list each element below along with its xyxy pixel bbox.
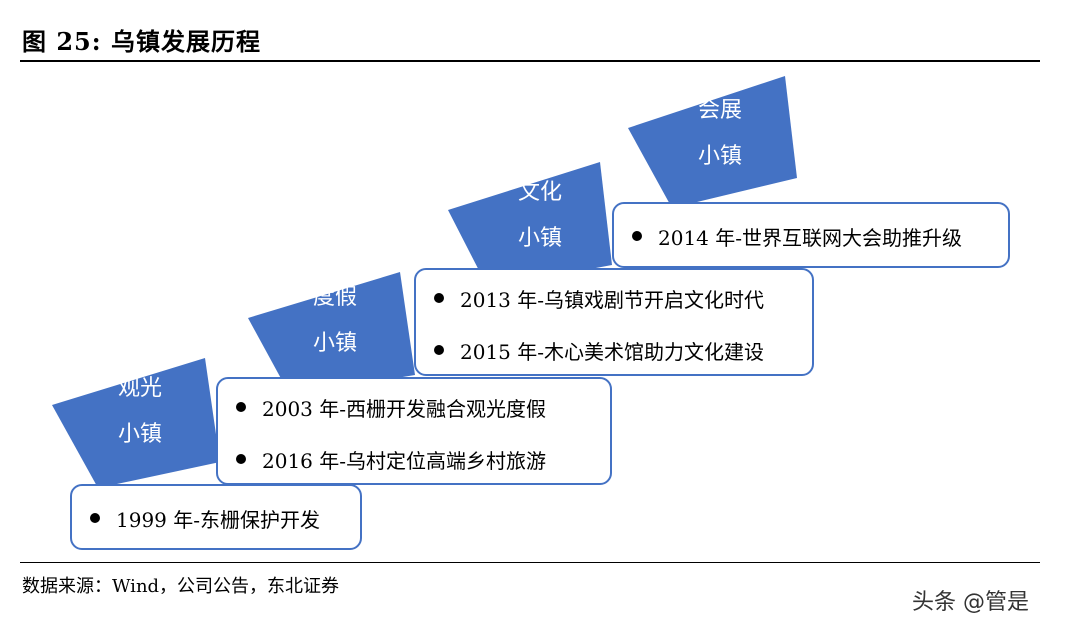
stage-2-box: 2003 年-西栅开发融合观光度假 2016 年-乌村定位高端乡村旅游 — [216, 377, 612, 485]
stage-2-label-line1: 度假 — [312, 285, 357, 310]
stage-3-label-line1: 文化 — [517, 180, 562, 205]
item-text: 1999 年-东栅保护开发 — [116, 507, 321, 532]
stage-1-label: 观光 小镇 — [85, 366, 195, 458]
list-item: 1999 年-东栅保护开发 — [90, 492, 346, 544]
bullet-icon — [90, 513, 100, 523]
stage-3-box: 2013 年-乌镇戏剧节开启文化时代 2015 年-木心美术馆助力文化建设 — [414, 268, 814, 376]
stage-2-label-line2: 小镇 — [312, 331, 357, 356]
item-text: 2015 年-木心美术馆助力文化建设 — [460, 339, 765, 364]
item-text: 2014 年-世界互联网大会助推升级 — [658, 225, 963, 250]
source-note: 数据来源：Wind，公司公告，东北证券 — [22, 576, 340, 597]
bullet-icon — [236, 402, 246, 412]
stage-1-label-line1: 观光 — [117, 376, 162, 401]
stage-3-label-line2: 小镇 — [517, 226, 562, 251]
stage-arrow-resort — [248, 272, 415, 395]
stage-1-box: 1999 年-东栅保护开发 — [70, 484, 362, 550]
figure-title: 图 25: 乌镇发展历程 — [22, 27, 261, 56]
stage-4-label-line1: 会展 — [697, 98, 742, 123]
stage-2-label: 度假 小镇 — [280, 275, 390, 367]
bullet-icon — [434, 345, 444, 355]
item-text: 2016 年-乌村定位高端乡村旅游 — [262, 448, 547, 473]
stage-arrow-sightseeing — [52, 358, 220, 488]
bullet-icon — [434, 293, 444, 303]
top-rule — [20, 60, 1040, 62]
bullet-icon — [236, 454, 246, 464]
stage-3-label: 文化 小镇 — [485, 170, 595, 262]
list-item: 2015 年-木心美术馆助力文化建设 — [434, 324, 798, 376]
stage-4-box: 2014 年-世界互联网大会助推升级 — [612, 202, 1010, 268]
item-text: 2003 年-西栅开发融合观光度假 — [262, 396, 547, 421]
stage-4-label: 会展 小镇 — [665, 88, 775, 180]
item-text: 2013 年-乌镇戏剧节开启文化时代 — [460, 287, 765, 312]
stage-4-label-line2: 小镇 — [697, 144, 742, 169]
stage-arrow-culture — [448, 162, 612, 288]
bullet-icon — [632, 231, 642, 241]
list-item: 2003 年-西栅开发融合观光度假 — [236, 381, 596, 433]
stage-arrow-exhibition — [628, 76, 797, 208]
stage-1-label-line2: 小镇 — [117, 422, 162, 447]
list-item: 2013 年-乌镇戏剧节开启文化时代 — [434, 272, 798, 324]
list-item: 2014 年-世界互联网大会助推升级 — [632, 210, 994, 262]
list-item: 2016 年-乌村定位高端乡村旅游 — [236, 433, 596, 485]
bottom-rule — [20, 562, 1040, 563]
watermark: 头条 @管是 — [912, 590, 1029, 615]
